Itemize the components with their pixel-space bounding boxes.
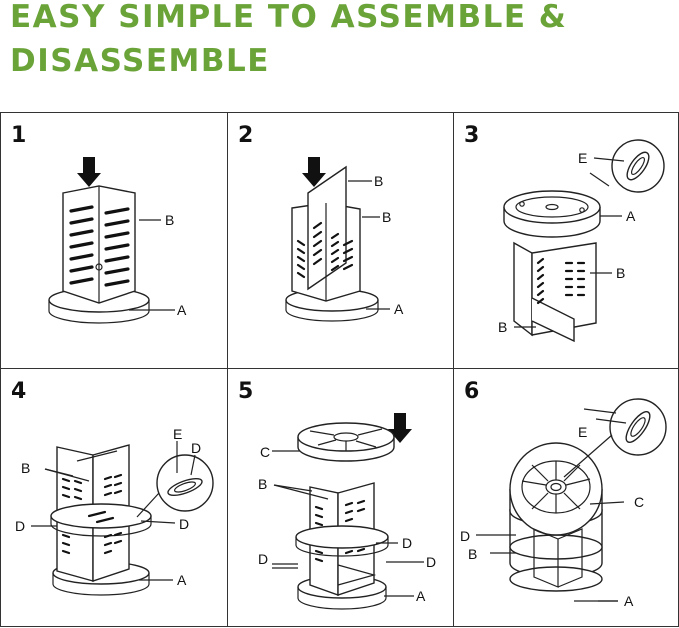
step-3-illustration: E A B B <box>498 139 665 343</box>
label-a: A <box>394 301 404 317</box>
step-6-illustration: E C D B A <box>460 398 667 609</box>
label-d-right-2: D <box>426 554 436 570</box>
label-c: C <box>634 494 644 510</box>
label-e: E <box>578 150 587 166</box>
step-1-illustration: B A <box>48 157 187 324</box>
label-a: A <box>624 593 634 609</box>
assembly-steps-grid: 1 <box>0 112 679 627</box>
label-b: B <box>382 209 391 225</box>
step-4-panel: 4 <box>0 368 227 627</box>
shelf-d <box>295 525 389 549</box>
step-4-illustration: B E D D D A <box>15 426 214 596</box>
label-a: A <box>626 208 636 224</box>
label-b-right: B <box>616 265 625 281</box>
step-5-number: 5 <box>238 379 254 404</box>
step-2-panel: 2 <box>227 112 453 368</box>
top-c-disc <box>509 442 603 536</box>
label-e: E <box>578 424 587 440</box>
label-b: B <box>165 212 174 228</box>
label-b: B <box>258 476 267 492</box>
step-3-number: 3 <box>464 123 480 148</box>
label-a: A <box>177 572 187 588</box>
down-arrow-icon <box>302 157 326 187</box>
step-1-number: 1 <box>11 123 27 148</box>
label-d-right-1: D <box>402 535 412 551</box>
label-c: C <box>260 444 270 460</box>
base-a <box>503 190 601 224</box>
label-d-left: D <box>15 518 25 534</box>
step-6-number: 6 <box>464 379 480 404</box>
step-1-panel: 1 <box>0 112 227 368</box>
down-arrow-icon <box>77 157 101 187</box>
label-d-right: D <box>179 516 189 532</box>
label-d-left: D <box>258 551 268 567</box>
label-e: E <box>173 426 182 442</box>
label-b: B <box>468 546 477 562</box>
label-d: D <box>460 528 470 544</box>
step-6-panel: 6 <box>453 368 679 627</box>
step-5-panel: 5 <box>227 368 453 627</box>
label-b-top: B <box>374 173 383 189</box>
shelf-d <box>50 503 152 529</box>
step-4-number: 4 <box>11 379 27 404</box>
headline-line-2: DISASSEMBLE <box>10 43 270 79</box>
step-3-panel: 3 <box>453 112 679 368</box>
panel-slots <box>69 205 130 287</box>
step-2-number: 2 <box>238 123 254 148</box>
step-2-illustration: B B A <box>285 157 404 322</box>
label-a: A <box>177 302 187 318</box>
headline-line-1: EASY SIMPLE TO ASSEMBLE & <box>10 0 568 35</box>
label-b-left: B <box>498 319 507 335</box>
label-a: A <box>416 588 426 604</box>
label-b: B <box>21 460 30 476</box>
step-5-illustration: C B D D D A <box>258 413 436 610</box>
label-d-top: D <box>191 440 201 456</box>
